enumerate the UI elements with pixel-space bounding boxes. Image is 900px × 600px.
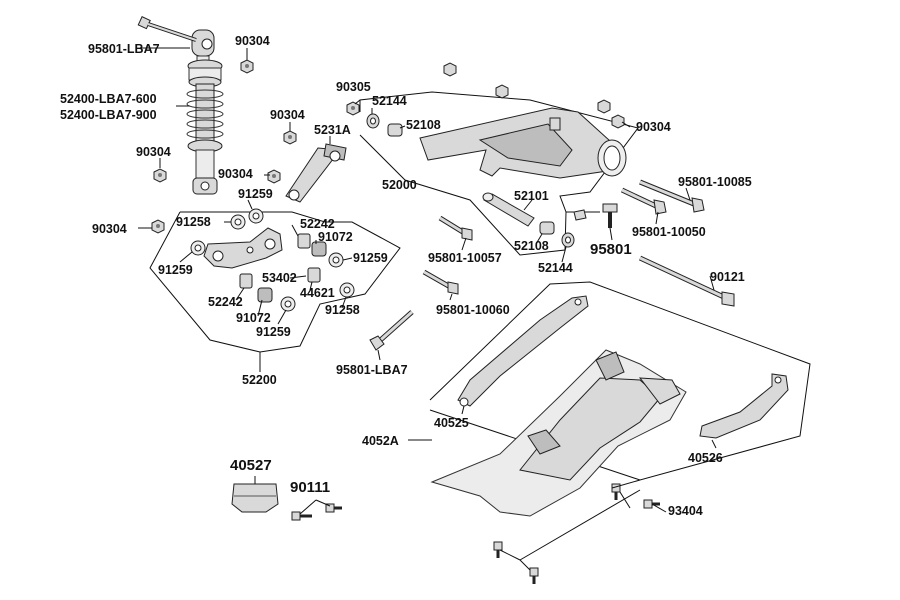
nut-90304-swingarm-top [443, 62, 625, 129]
label-90304-shock: 90304 [136, 145, 171, 159]
nut-90304-shock-left [153, 168, 167, 183]
undercover-4052a [430, 349, 687, 517]
bracket-40526 [699, 373, 789, 439]
group-outline-52000 [359, 91, 639, 256]
nut-90304-left [151, 219, 165, 234]
label-95801-10085: 95801-10085 [678, 175, 752, 189]
label-95801: 95801 [590, 241, 632, 258]
label-52242-a: 52242 [300, 217, 335, 231]
bolt-95801-10057 [438, 215, 473, 241]
label-90305: 90305 [336, 80, 371, 94]
label-91259-c: 91259 [158, 263, 193, 277]
label-52200: 52200 [242, 373, 277, 387]
bolt-95801-10050 [620, 187, 667, 215]
shock-absorber [186, 29, 224, 195]
label-95801-10060: 95801-10060 [436, 303, 510, 317]
link-5231a [285, 143, 347, 203]
label-53402: 53402 [262, 271, 297, 285]
label-91072-b: 91072 [236, 311, 271, 325]
washers-relay [190, 208, 355, 312]
label-91258-a: 91258 [176, 215, 211, 229]
label-5231a: 5231A [314, 123, 351, 137]
label-90304-swingarm: 90304 [636, 120, 671, 134]
bolt-95801-small [573, 203, 618, 228]
bolt-95801-lba7-bottom [369, 310, 414, 351]
label-52144-b: 52144 [538, 261, 573, 275]
label-90121: 90121 [710, 270, 745, 284]
shock-lower-rod [195, 149, 215, 181]
label-52400-lba7-900: 52400-LBA7-900 [60, 108, 157, 122]
group-outline-52200 [149, 211, 401, 353]
label-40527: 40527 [230, 457, 272, 474]
label-52108-b: 52108 [514, 239, 549, 253]
bracket-40525 [457, 295, 589, 407]
label-90304-left: 90304 [92, 222, 127, 236]
label-95801-10057: 95801-10057 [428, 251, 502, 265]
label-52400-lba7-600: 52400-LBA7-600 [60, 92, 157, 106]
shock-top-eye-hole [201, 38, 213, 50]
label-44621: 44621 [300, 286, 335, 300]
label-91259-a: 91259 [238, 187, 273, 201]
label-90304-mid: 90304 [218, 167, 253, 181]
label-52101: 52101 [514, 189, 549, 203]
label-40525: 40525 [434, 416, 469, 430]
shaft-52101 [482, 192, 535, 227]
label-91072-a: 91072 [318, 230, 353, 244]
label-52000: 52000 [382, 178, 417, 192]
label-95801-lba7-top: 95801-LBA7 [88, 42, 160, 56]
label-90304-link: 90304 [270, 108, 305, 122]
screws-90111 [291, 503, 342, 521]
nut-90304-link [283, 130, 297, 145]
label-52108-a: 52108 [406, 118, 441, 132]
label-40526: 40526 [688, 451, 723, 465]
bushings-52000 [366, 113, 575, 248]
nut-90304-mid [267, 169, 281, 184]
shock-spring-coils [186, 89, 224, 139]
label-52144-a: 52144 [372, 94, 407, 108]
label-95801-lba7-bottom: 95801-LBA7 [336, 363, 408, 377]
bushings-relay [239, 233, 327, 303]
label-93404: 93404 [668, 504, 703, 518]
bolts-93404 [493, 483, 660, 584]
nut-90304-top [240, 59, 254, 74]
label-91259-d: 91259 [256, 325, 291, 339]
relay-arm [203, 227, 283, 269]
label-91258-b: 91258 [325, 303, 360, 317]
bolt-95801-10060 [422, 269, 459, 295]
label-4052a: 4052A [362, 434, 399, 448]
label-95801-10050: 95801-10050 [632, 225, 706, 239]
bolt-90121 [638, 255, 735, 307]
label-91259-b: 91259 [353, 251, 388, 265]
bumper-40527 [231, 483, 279, 513]
bolt-95801-10085 [639, 179, 705, 213]
label-52242-b: 52242 [208, 295, 243, 309]
part-labels: 95801-LBA7 90304 52400-LBA7-600 52400-LB… [60, 34, 752, 518]
nut-90305 [346, 101, 360, 116]
shock-bottom-eye-hole [200, 181, 210, 191]
leader-lines [138, 47, 717, 571]
label-90304-top: 90304 [235, 34, 270, 48]
label-90111: 90111 [290, 479, 330, 496]
shock-body [195, 83, 215, 147]
bolt-95801-lba7-top [137, 16, 197, 42]
swingarm-52000 [419, 107, 627, 179]
